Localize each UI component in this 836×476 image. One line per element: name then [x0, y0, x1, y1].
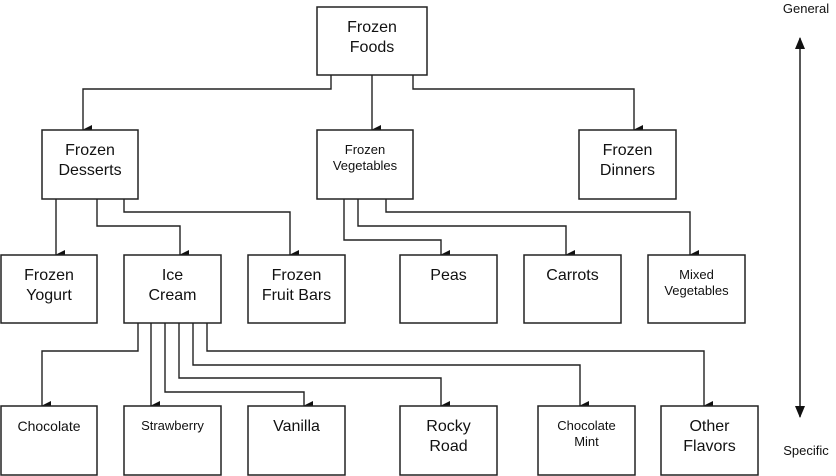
node-vanilla: Vanilla [247, 405, 346, 476]
node-label: Chocolate [557, 418, 616, 433]
node-label: Chocolate [17, 418, 80, 434]
axis-label-general: General [783, 1, 829, 16]
node-label: Peas [430, 267, 466, 284]
edge-frozen-desserts-to-frozen-fruit-bars [123, 199, 299, 260]
node-label: Mixed [679, 267, 714, 282]
node-box [0, 254, 98, 324]
connector-lines [41, 75, 713, 411]
node-label: Frozen [65, 142, 115, 159]
edge-ice-cream-to-rocky-road [178, 323, 450, 411]
edge-frozen-vegetables-to-carrots [357, 199, 575, 260]
node-label: Flavors [683, 438, 735, 455]
edge-ice-cream-to-vanilla [164, 323, 313, 411]
node-chocolate: Chocolate [0, 405, 98, 476]
category-nodes: FrozenFoodsFrozenDessertsFrozenVegetable… [0, 6, 759, 476]
node-label: Mint [574, 434, 599, 449]
node-box [316, 129, 414, 200]
node-label: Rocky [426, 418, 470, 435]
node-box [123, 405, 222, 476]
node-label: Strawberry [141, 418, 204, 433]
node-box [41, 129, 139, 200]
node-box [647, 254, 746, 324]
edge-frozen-desserts-to-ice-cream [96, 199, 189, 260]
node-label: Ice [162, 267, 183, 284]
node-box [0, 405, 98, 476]
node-label: Frozen [272, 267, 322, 284]
node-label: Vegetables [664, 283, 729, 298]
node-label: Frozen [603, 142, 653, 159]
node-label: Desserts [58, 162, 121, 179]
node-box [247, 405, 346, 476]
node-label: Road [429, 438, 467, 455]
edge-ice-cream-to-other-flavors [206, 323, 713, 411]
node-carrots: Carrots [523, 254, 622, 324]
node-label: Vegetables [333, 158, 398, 173]
node-label: Cream [148, 287, 196, 304]
node-label: Dinners [600, 162, 655, 179]
edge-ice-cream-to-chocolate-mint [192, 323, 589, 411]
node-strawberry: Strawberry [123, 405, 222, 476]
node-box [247, 254, 346, 324]
node-box [537, 405, 636, 476]
axis-label-specific: Specific [783, 443, 829, 458]
node-label: Other [689, 418, 730, 435]
node-box [660, 405, 759, 476]
edge-frozen-foods-to-frozen-dinners [412, 75, 643, 135]
node-box [123, 254, 222, 324]
generality-axis: General Specific [783, 1, 829, 458]
node-box [523, 254, 622, 324]
node-box [399, 405, 498, 476]
node-box [316, 6, 428, 76]
node-box [399, 254, 498, 324]
edge-frozen-foods-to-frozen-desserts [82, 75, 332, 135]
edge-frozen-vegetables-to-peas [343, 199, 450, 260]
node-label: Frozen [24, 267, 74, 284]
node-label: Carrots [546, 267, 598, 284]
node-label: Frozen [347, 19, 397, 36]
node-label: Frozen [345, 142, 385, 157]
edge-frozen-vegetables-to-mixed-vegetables [385, 199, 699, 260]
node-label: Foods [350, 39, 394, 56]
node-box [578, 129, 677, 200]
edge-ice-cream-to-chocolate [41, 323, 139, 411]
node-label: Vanilla [273, 418, 320, 435]
node-label: Fruit Bars [262, 287, 331, 304]
node-peas: Peas [399, 254, 498, 324]
node-label: Yogurt [26, 287, 72, 304]
